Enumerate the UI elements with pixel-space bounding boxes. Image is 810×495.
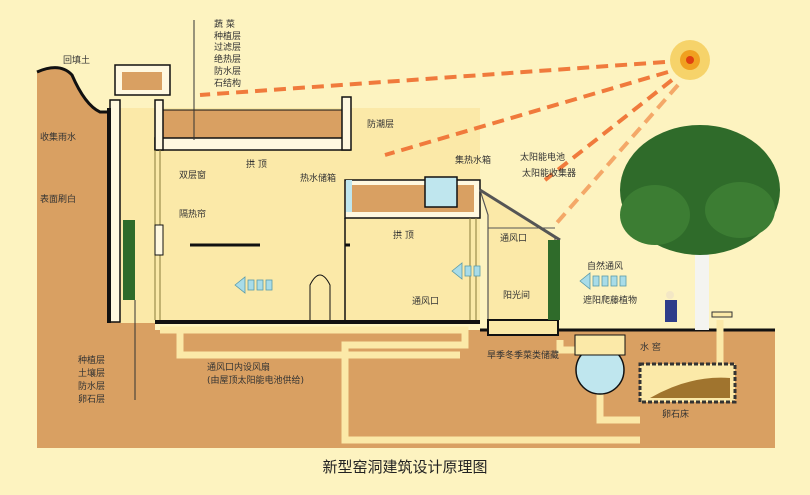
seated-person-icon [665,291,677,322]
ground-layer: 卵石层 [78,394,105,405]
diagram-title: 新型窑洞建筑设计原理图 [322,458,487,476]
label-collect-rain: 收集雨水 [40,131,76,143]
label-sunroom: 阳光间 [503,289,530,301]
roof-soil [154,109,346,139]
label-solar-cell: 太阳能电池 [520,151,565,163]
label-pebble-bed: 卵石床 [662,408,689,420]
label-damp-proof: 防潮层 [367,118,394,130]
roof-layer-labels: 蔬 菜 种植层 过滤层 绝热层 防水层 石结构 [214,18,241,89]
roof-layer: 绝热层 [214,53,241,65]
label-vent-2: 通风口 [412,296,439,307]
label-natural-vent: 自然通风 [587,260,623,272]
label-fan-note-2: (由屋顶太阳能电池供给) [207,374,304,386]
ground-layer: 种植层 [78,354,105,366]
label-solar-collector: 太阳能收集器 [522,167,576,179]
sun-rays [199,60,680,227]
air-ducts [160,320,724,444]
ground-layer: 防水层 [78,380,105,392]
ground-layer-labels: 种植层 土壤层 防水层 卵石层 [78,354,105,405]
label-whitewash: 表面刷白 [40,193,76,205]
vine-sunroom [548,240,560,320]
vine-left [123,220,135,300]
ground-layer: 土壤层 [78,367,105,379]
heat-collect-tank [424,176,458,208]
tree [620,125,780,330]
label-storage: 旱季冬季菜类储藏 [487,349,559,361]
label-fan-note: 通风口内设风扇 [207,361,270,373]
label-arch: 拱 顶 [246,158,267,170]
roof-layer: 种植层 [214,30,241,42]
roof-layer: 蔬 菜 [214,18,235,30]
label-insulation-curtain: 隔热帘 [179,208,206,220]
label-backfill: 回填土 [63,54,90,66]
label-arch-2: 拱 顶 [393,229,414,241]
roof-layer: 石结构 [214,77,241,89]
roof-layer: 防水层 [214,65,241,77]
roof-layer: 过滤层 [214,41,241,53]
hill-surface [36,66,110,114]
label-vent-1: 通风口 [500,233,527,244]
label-heat-collect-tank: 集热水箱 [455,154,491,166]
air-flow-arrows [234,262,627,294]
label-double-window: 双层窗 [179,169,206,181]
label-shade-vine: 遮阳爬藤植物 [583,294,637,306]
label-water-cellar: 水 窖 [640,341,661,353]
label-hot-water-tank: 热水储箱 [300,172,336,184]
sun-icon [670,40,710,80]
